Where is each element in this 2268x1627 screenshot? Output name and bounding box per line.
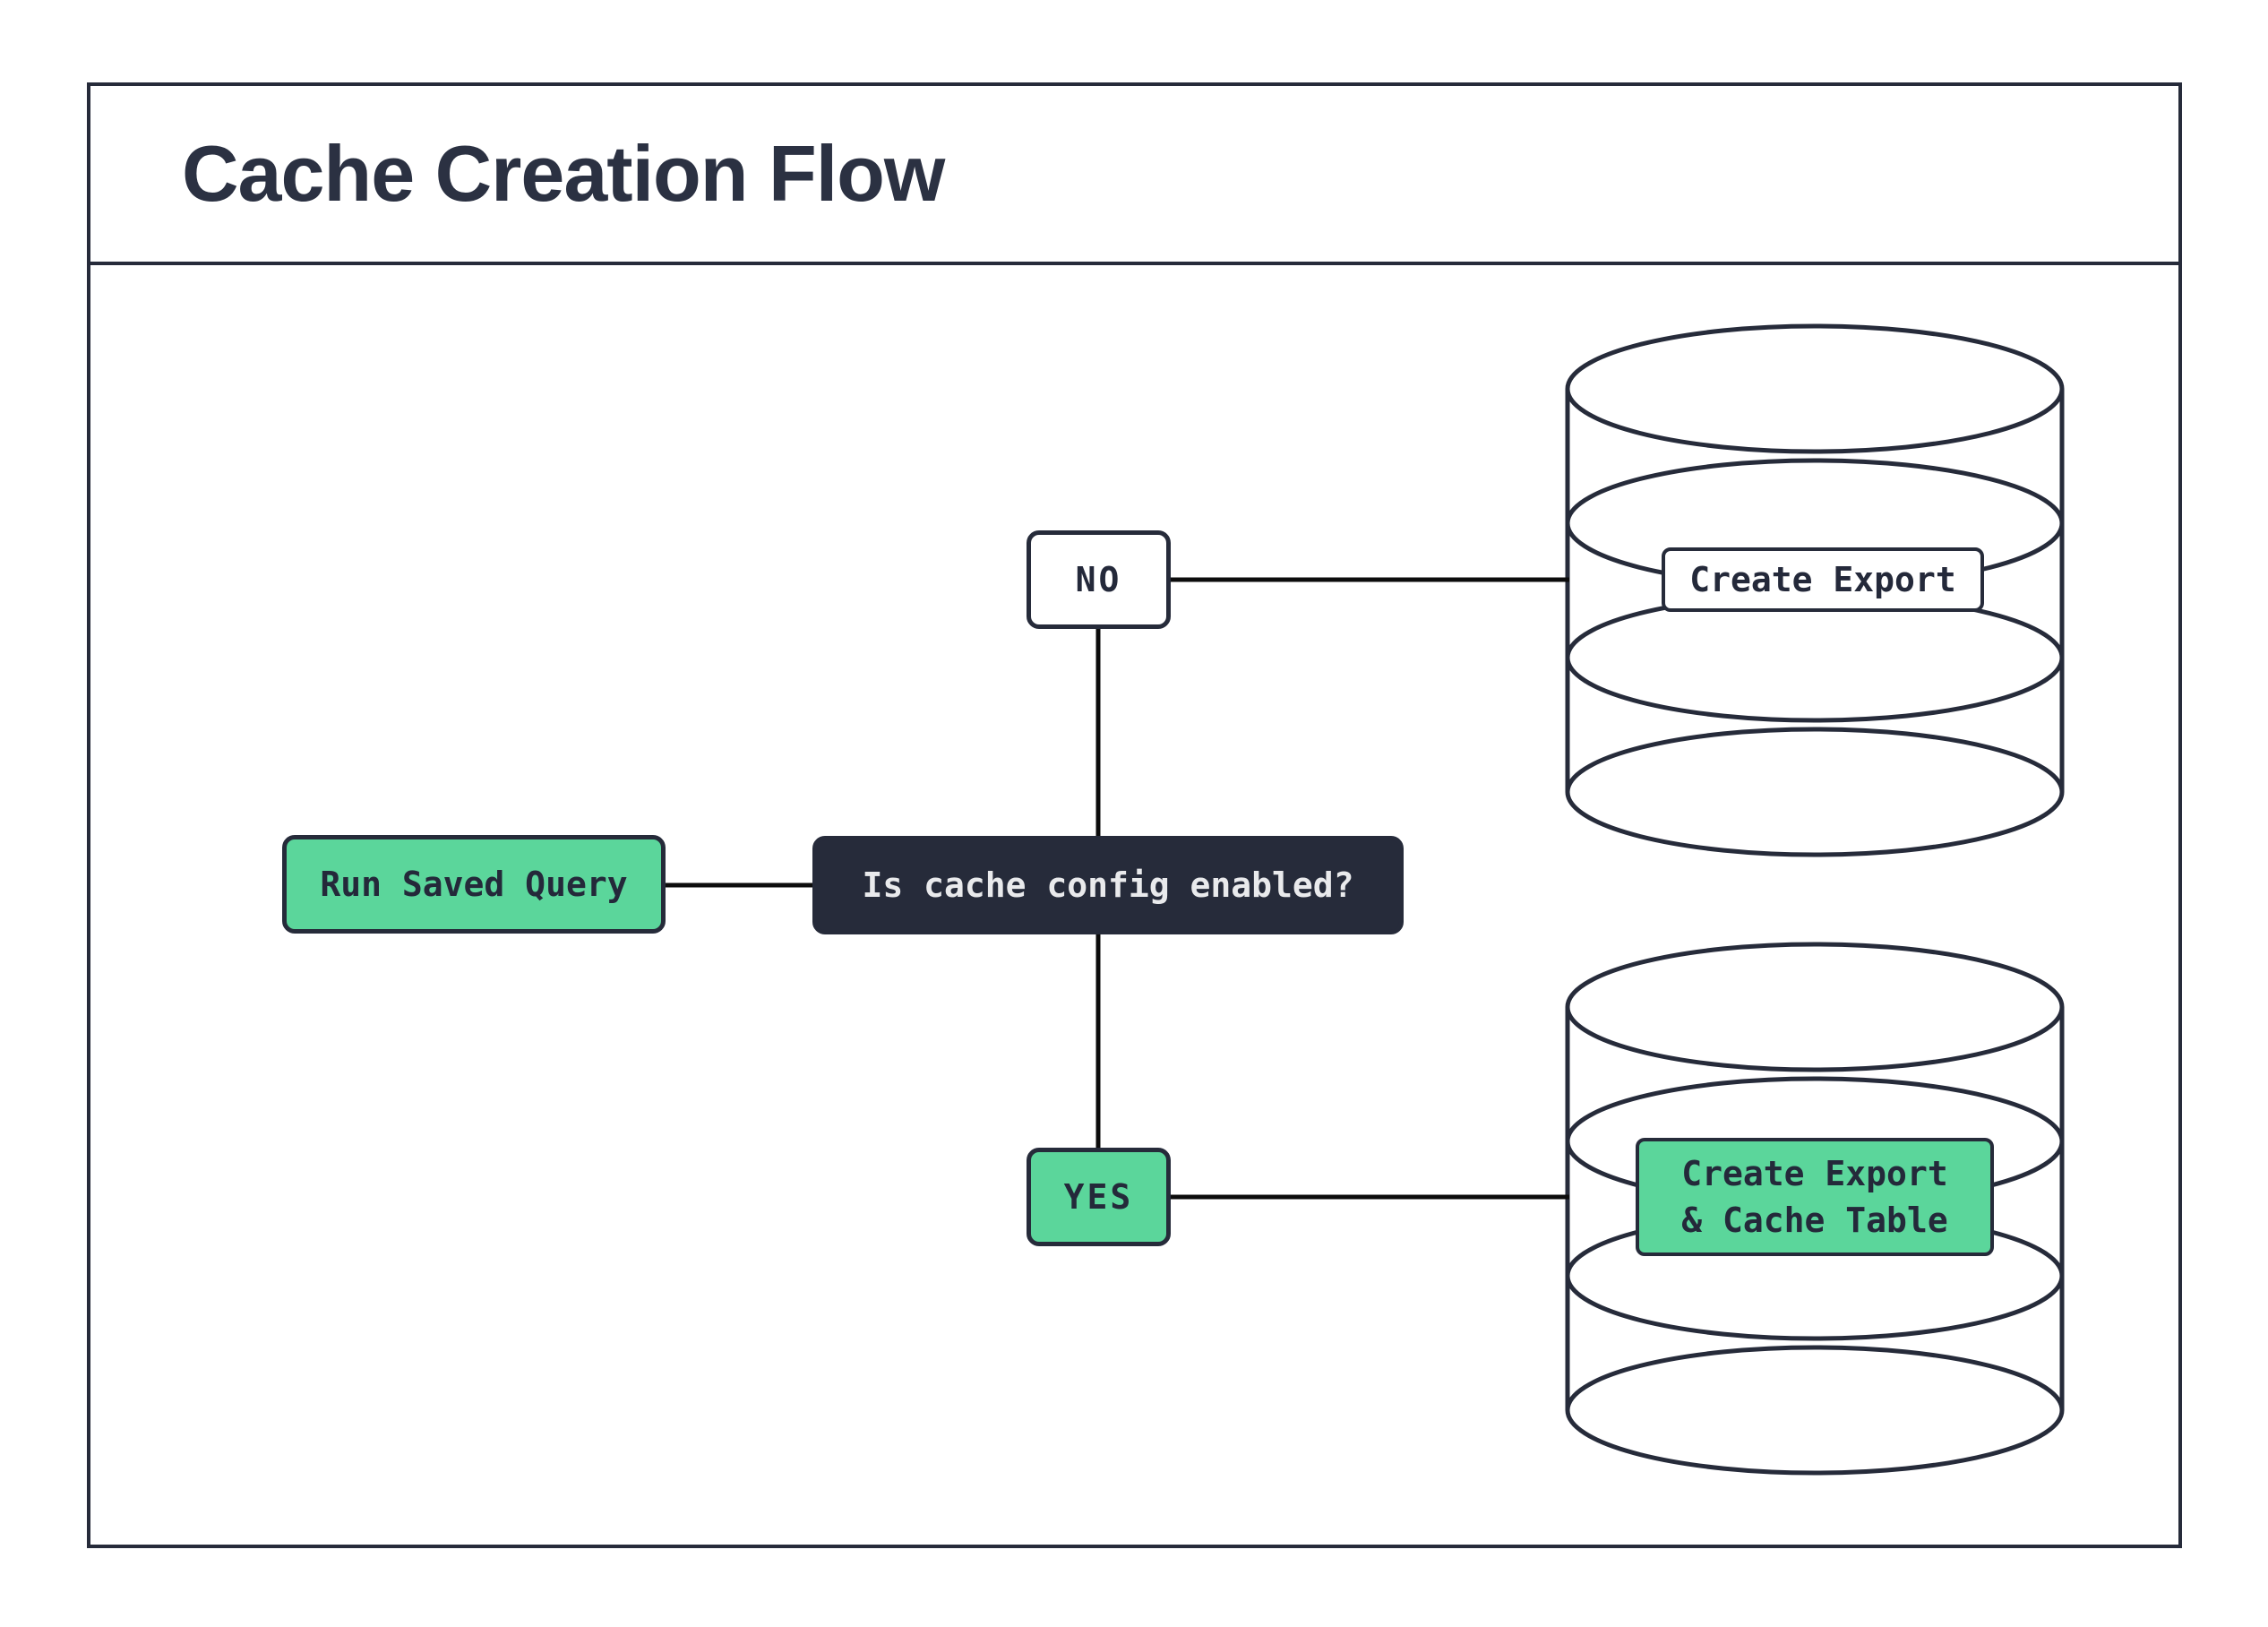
node-branch-no: NO [1027, 530, 1171, 629]
title-bar: Cache Creation Flow [90, 86, 2178, 265]
node-branch-yes-label: YES [1063, 1177, 1134, 1217]
node-cache-config-decision: Is cache config enabled? [812, 836, 1404, 934]
node-branch-yes: YES [1027, 1148, 1171, 1246]
page-title: Cache Creation Flow [182, 129, 945, 218]
node-cache-config-decision-label: Is cache config enabled? [862, 865, 1354, 905]
node-create-export-cache-table-line1: Create Export [1681, 1153, 1948, 1193]
node-branch-no-label: NO [1075, 560, 1122, 599]
node-run-saved-query-label: Run Saved Query [320, 865, 628, 904]
node-create-export-label: Create Export [1689, 560, 1956, 599]
node-create-export-cache-table: Create Export & Cache Table [1636, 1138, 1994, 1256]
node-create-export-cache-table-line2: & Cache Table [1681, 1201, 1948, 1240]
node-run-saved-query: Run Saved Query [282, 835, 666, 934]
node-create-export: Create Export [1662, 547, 1984, 612]
